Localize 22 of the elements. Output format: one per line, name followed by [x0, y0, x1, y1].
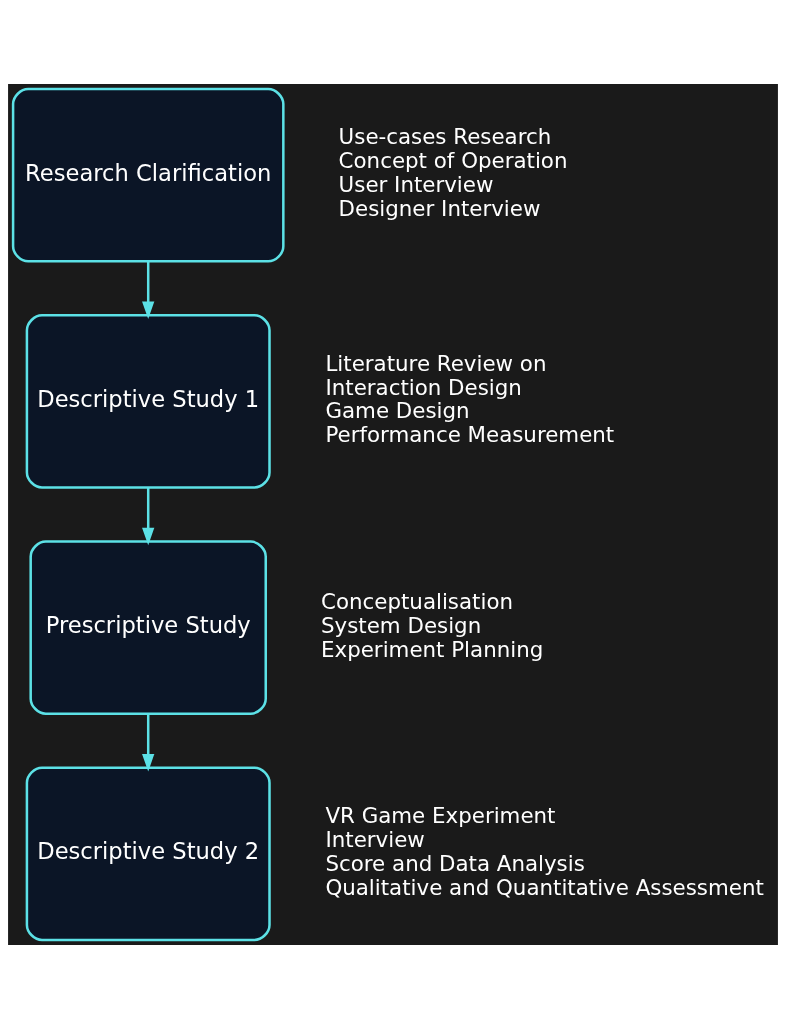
- node-label: Experiment Planning: [321, 636, 544, 662]
- node-label: Interview: [325, 827, 425, 853]
- node-label: Conceptualisation: [321, 588, 514, 614]
- node-label: Literature Review on: [325, 350, 547, 376]
- node-label: Score and Data Analysis: [325, 850, 585, 876]
- node-label: Interaction Design: [325, 374, 522, 400]
- node-label: Game Design: [325, 398, 470, 424]
- node-box: Descriptive Study 2: [25, 766, 271, 942]
- node-label: Concept of Operation: [338, 148, 568, 174]
- node-label: Qualitative and Quantitative Assessment: [325, 874, 764, 900]
- node-label: Performance Measurement: [325, 422, 615, 448]
- node-label: User Interview: [338, 172, 494, 198]
- node-box: Descriptive Study 1: [25, 314, 271, 489]
- node-label: VR Game Experiment: [325, 803, 556, 829]
- node-label: Use-cases Research: [338, 124, 552, 150]
- arrow: [142, 261, 155, 320]
- node-label: System Design: [321, 612, 482, 638]
- arrow: [142, 487, 155, 546]
- node-box: Research Clarification: [11, 87, 285, 263]
- node-box: Prescriptive Study: [29, 540, 267, 715]
- node-label: Designer Interview: [338, 196, 541, 222]
- arrow: [142, 713, 155, 772]
